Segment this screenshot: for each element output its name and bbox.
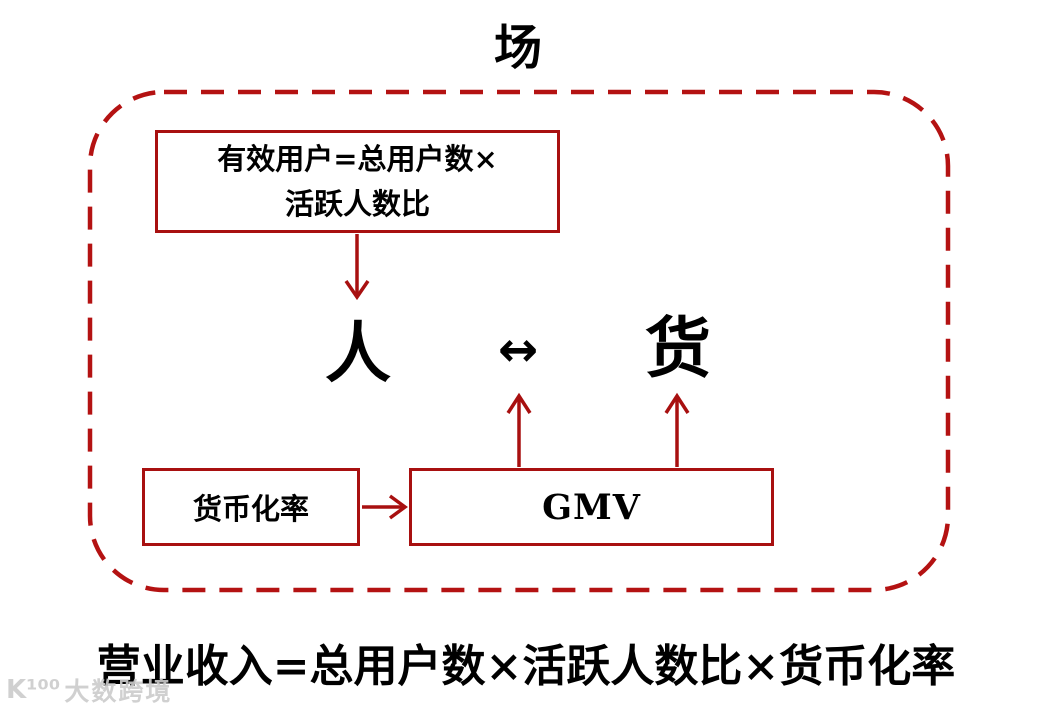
watermark: K¹⁰⁰ 大数跨境 (6, 672, 172, 708)
monetization-rate-label: 货币化率 (192, 492, 309, 526)
revenue-formula: 营业收入=总用户数×活跃人数比×货币化率 (96, 641, 956, 692)
effective-users-line1: 有效用户=总用户数× (217, 141, 498, 176)
goods-label: 货 (645, 309, 711, 387)
arrow-gmv-to-goods (664, 392, 690, 467)
arrow-monetization-to-gmv (362, 494, 408, 520)
people-label: 人 (325, 314, 391, 392)
gmv-box: GMV (409, 468, 774, 546)
monetization-rate-box: 货币化率 (142, 468, 360, 546)
gmv-label: GMV (542, 486, 641, 528)
watermark-logo-icon: K¹⁰⁰ (6, 675, 61, 705)
watermark-text: 大数跨境 (64, 677, 173, 706)
bidirectional-arrow-icon: ↔ (497, 322, 539, 378)
arrow-gmv-to-link (506, 392, 532, 467)
effective-users-line2: 活跃人数比 (284, 186, 430, 221)
arrow-effective-users-to-people (344, 234, 370, 301)
effective-users-box: 有效用户=总用户数× 活跃人数比 (155, 130, 560, 233)
page-title: 场 (493, 20, 543, 76)
